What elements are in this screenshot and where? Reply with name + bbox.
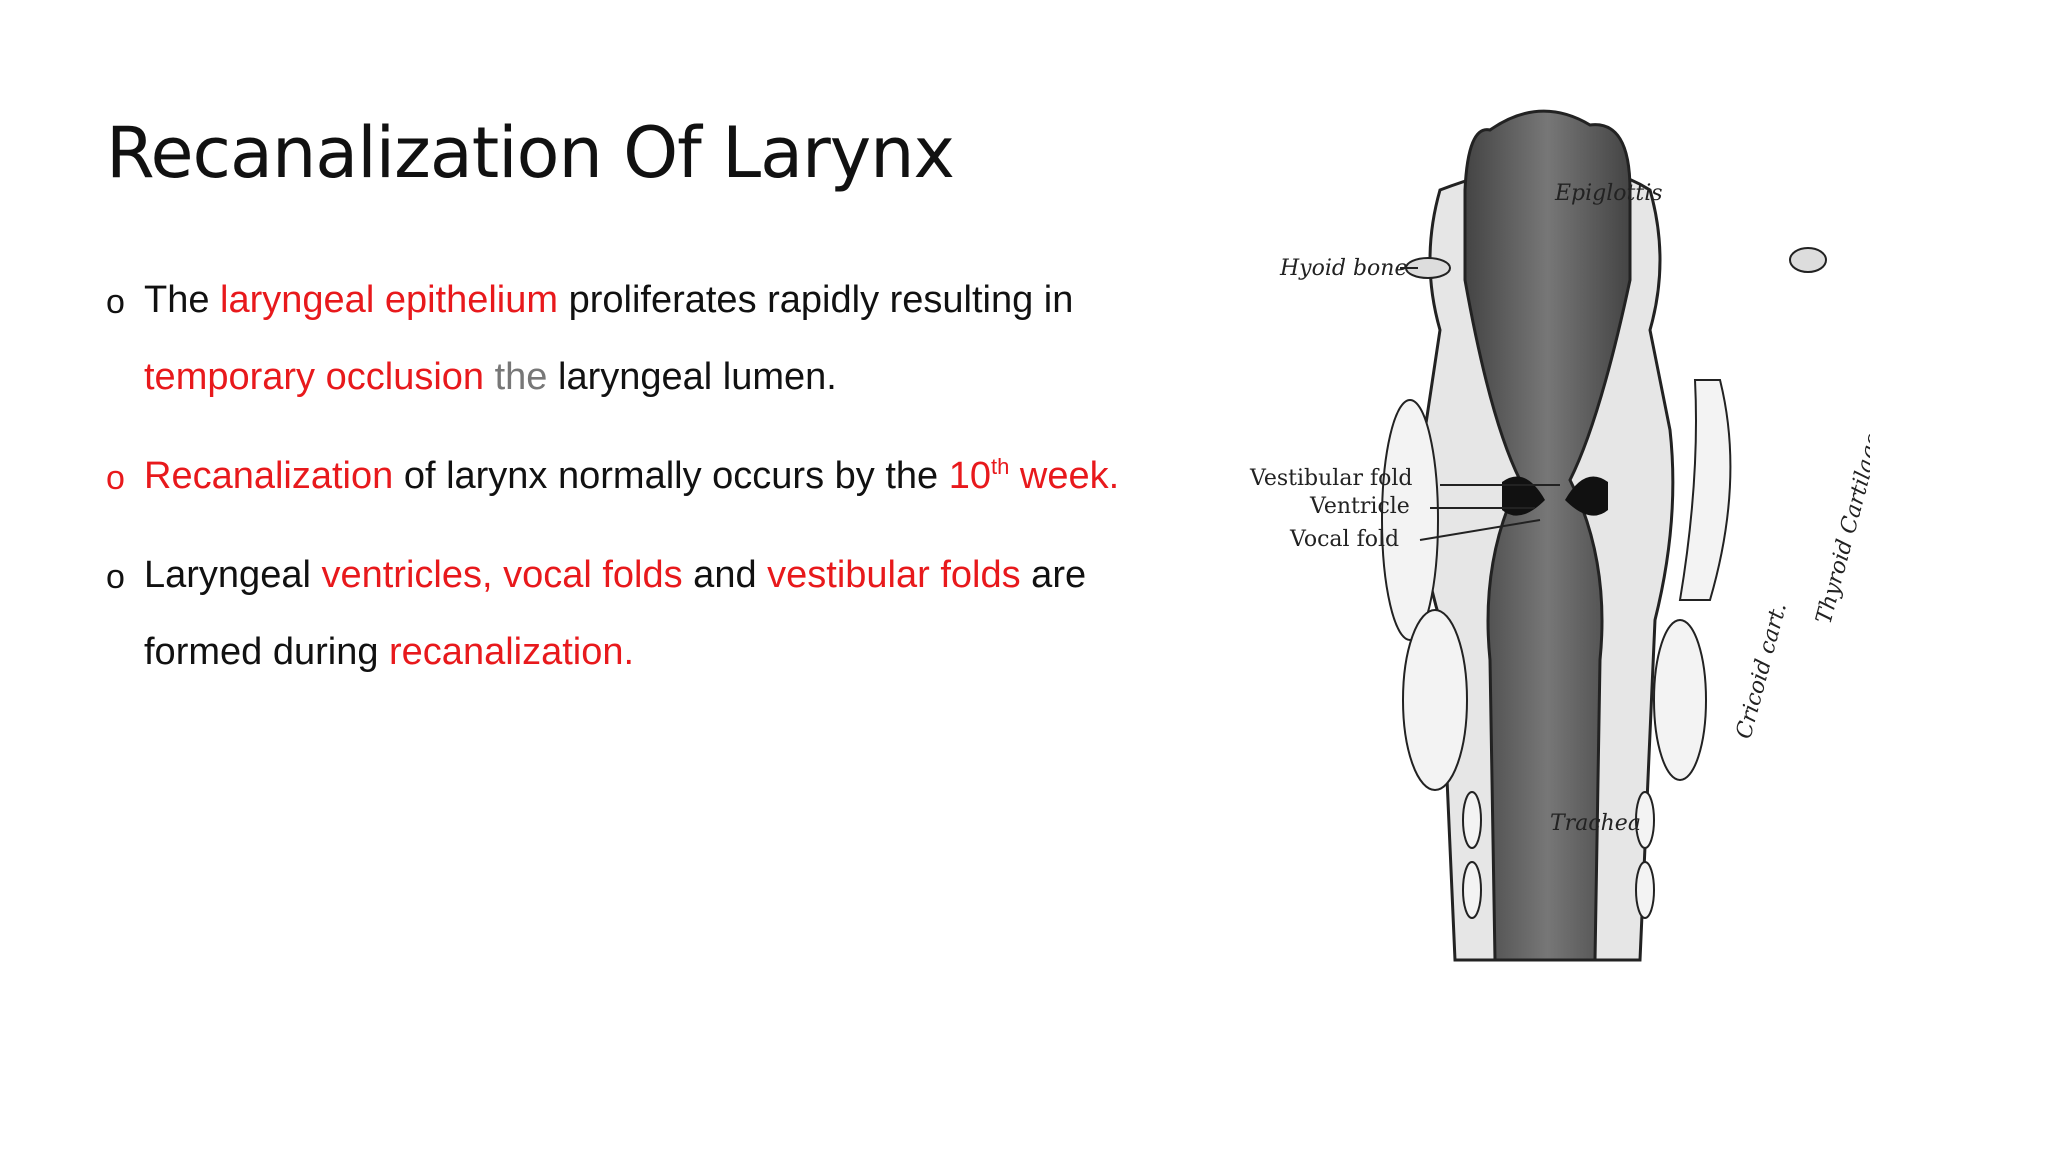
bullet-1-text: The xyxy=(144,279,221,321)
label-thyroid-cartilage: Thyroid Cartilage xyxy=(1812,430,1870,627)
label-epiglottis: Epiglottis xyxy=(1554,181,1663,206)
label-cricoid-cart: Cricoid cart. xyxy=(1732,600,1792,742)
larynx-illustration: Epiglottis Hyoid bone Vestibular fold Ve… xyxy=(1249,109,1870,962)
highlight-recanalization: Recanalization xyxy=(144,455,394,497)
bullet-marker: o xyxy=(106,283,125,321)
label-ventricle: Ventricle xyxy=(1309,494,1410,519)
superscript-th: th xyxy=(990,454,1010,479)
bullet-1-text: laryngeal lumen. xyxy=(547,356,837,398)
highlight-10: 10 xyxy=(948,455,991,497)
bullet-3: o Laryngeal ventricles, vocal folds and … xyxy=(106,537,1186,691)
bullet-1-text: proliferates rapidly resulting in xyxy=(558,279,1074,321)
highlight-week: week. xyxy=(1009,455,1120,497)
bullet-3-text: and xyxy=(682,554,768,596)
highlight-temporary-occlusion: temporary occlusion xyxy=(144,356,485,398)
bullet-1: o The laryngeal epithelium proliferates … xyxy=(106,262,1186,416)
bullet-marker: o xyxy=(106,558,125,596)
slide-title: Recanalization Of Larynx xyxy=(106,112,955,194)
bullet-3-text: are xyxy=(1020,554,1087,596)
label-vestibular-fold: Vestibular fold xyxy=(1249,466,1412,491)
highlight-recanalization: recanalization. xyxy=(389,631,635,673)
highlight-laryngeal-epithelium: laryngeal epithelium xyxy=(220,279,559,321)
bullet-3-text: Laryngeal xyxy=(144,554,322,596)
label-hyoid-bone: Hyoid bone xyxy=(1279,256,1408,281)
label-trachea: Trachea xyxy=(1550,811,1641,836)
bullet-2-text: of larynx normally occurs by the xyxy=(393,455,949,497)
bullet-2: o Recanalization of larynx normally occu… xyxy=(106,438,1186,515)
highlight-ventricles-vocal-folds: ventricles, vocal folds xyxy=(321,554,683,596)
bullet-3-text: formed during xyxy=(144,631,390,673)
highlight-vestibular-folds: vestibular folds xyxy=(767,554,1021,596)
bullet-list: o The laryngeal epithelium proliferates … xyxy=(106,262,1186,691)
bullet-1-muted-word: the xyxy=(484,356,548,398)
label-vocal-fold: Vocal fold xyxy=(1289,527,1399,552)
bullet-marker: o xyxy=(106,459,125,497)
